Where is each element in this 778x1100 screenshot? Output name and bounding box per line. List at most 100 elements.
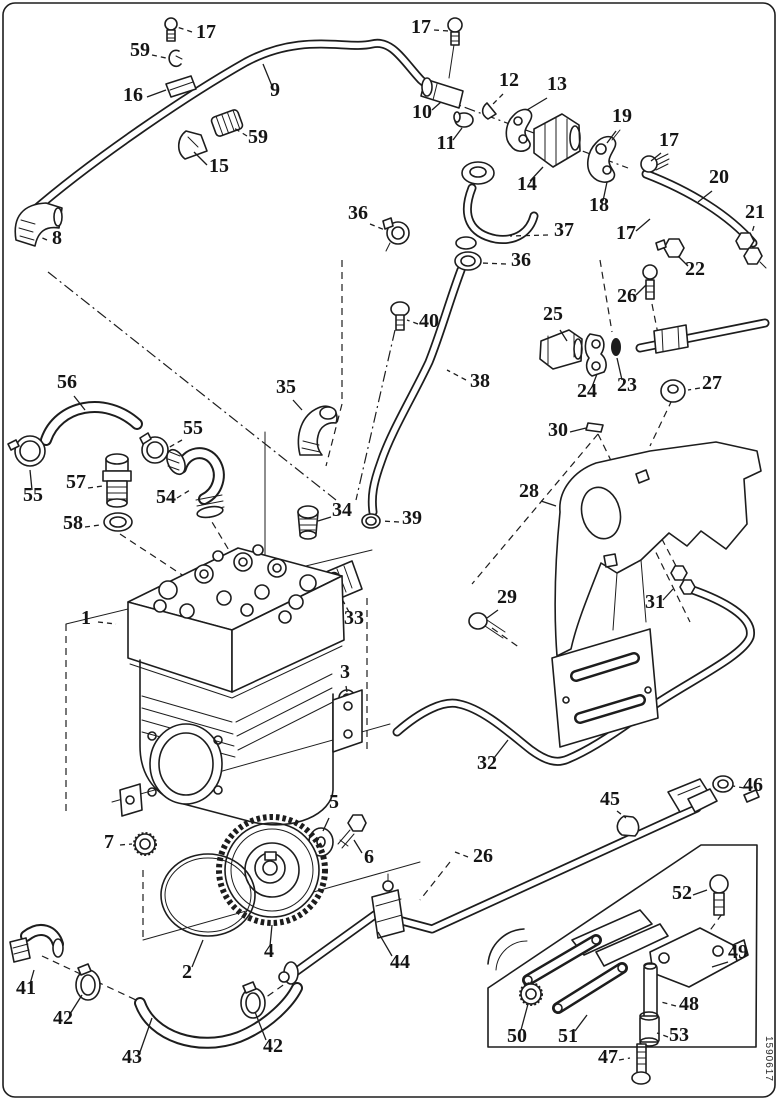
part-2-oring (160, 853, 256, 937)
leader-line-31 (662, 588, 674, 601)
leader-line-45 (616, 810, 627, 819)
part-label-36: 36 (348, 202, 368, 224)
part-label-1: 1 (81, 607, 91, 629)
part-label-59: 59 (248, 126, 268, 148)
leader-line-54 (176, 489, 191, 499)
part-label-53: 53 (669, 1024, 689, 1046)
leader-line-42 (254, 1011, 267, 1041)
part-label-58: 58 (63, 512, 83, 534)
part-5-washer (308, 827, 334, 857)
part-22-fitting (655, 238, 685, 258)
leader-line-29 (486, 609, 499, 619)
part-4-gear (216, 814, 328, 926)
part-30-clip (585, 422, 604, 433)
part-label-9: 9 (270, 79, 280, 101)
inset-box (487, 844, 758, 1048)
part-26-bolt-a (642, 264, 658, 300)
part-label-18: 18 (589, 194, 609, 216)
part-label-21: 21 (745, 201, 765, 223)
leader-line-36 (369, 223, 386, 231)
part-label-59: 59 (130, 39, 150, 61)
leader-line-25 (559, 329, 568, 342)
part-label-37: 37 (554, 219, 574, 241)
part-label-19: 19 (612, 105, 632, 127)
leader-line-23 (616, 357, 623, 381)
part-42-clamp-a (75, 963, 101, 1001)
part-58-ring (103, 512, 133, 532)
part-59-clip-a (168, 49, 183, 68)
leader-line-3 (345, 685, 348, 693)
part-label-56: 56 (57, 371, 77, 393)
part-label-17: 17 (616, 222, 636, 244)
part-label-15: 15 (209, 155, 229, 177)
leader-line-11 (452, 127, 463, 141)
leader-line-48 (660, 1001, 677, 1007)
leader-line-40 (406, 319, 419, 325)
part-label-6: 6 (364, 846, 374, 868)
leader-line-1 (97, 621, 117, 625)
leader-line-2 (191, 939, 204, 968)
leader-line-7 (119, 843, 133, 846)
part-label-40: 40 (419, 310, 439, 332)
part-34-plug (297, 505, 319, 540)
part-14-coupling (533, 113, 581, 168)
part-53-spacer (639, 1011, 660, 1047)
part-50-nut (519, 982, 543, 1006)
part-1-compressor (119, 544, 363, 826)
part-label-28: 28 (519, 480, 539, 502)
part-label-55: 55 (23, 484, 43, 506)
part-label-2: 2 (182, 961, 192, 983)
part-23-grommet (611, 338, 621, 356)
leader-line-41 (29, 969, 35, 985)
part-label-4: 4 (264, 940, 274, 962)
drawing-number: 1590617 (763, 1036, 774, 1082)
part-label-48: 48 (679, 993, 699, 1015)
part-label-3: 3 (340, 661, 350, 683)
part-43-hose (134, 982, 303, 1049)
part-label-39: 39 (402, 507, 422, 529)
leader-line-53 (656, 1032, 669, 1038)
part-label-47: 47 (598, 1046, 618, 1068)
leader-line-20 (697, 190, 713, 203)
leader-line-33 (340, 596, 350, 613)
part-label-17: 17 (196, 21, 216, 43)
fittings-and-hardware (7, 17, 767, 1085)
part-42-clamp-b (240, 981, 266, 1019)
leader-line-30 (569, 427, 587, 433)
part-label-31: 31 (645, 591, 665, 613)
part-46-ring-and-bracket (667, 775, 760, 813)
part-label-7: 7 (104, 831, 114, 853)
part-27-nut (660, 379, 686, 403)
part-label-26: 26 (473, 845, 493, 867)
part-55-clamp-a (7, 435, 46, 467)
part-label-35: 35 (276, 376, 296, 398)
leader-line-37 (509, 234, 549, 237)
leader-line-44 (377, 931, 393, 957)
leader-line-9 (262, 63, 273, 87)
part-24-bracket (584, 333, 607, 377)
part-19-bracket (587, 129, 621, 183)
part-label-11: 11 (437, 132, 456, 154)
part-32-pipe (392, 318, 770, 766)
leader-line-10 (431, 101, 442, 111)
leader-line-22 (677, 255, 689, 267)
part-20-pipe (641, 169, 758, 248)
leader-line-16 (146, 89, 167, 98)
leader-line-26 (635, 284, 647, 296)
leader-line-21 (750, 225, 755, 237)
part-label-27: 27 (702, 372, 722, 394)
part-label-26: 26 (617, 285, 637, 307)
inset-bracket-assembly (487, 909, 749, 1085)
part-41-elbow (9, 924, 64, 963)
part-label-29: 29 (497, 586, 517, 608)
leader-line-46 (732, 785, 745, 789)
leader-line-27 (687, 387, 701, 391)
part-label-22: 22 (685, 258, 705, 280)
leader-line-12 (491, 93, 504, 106)
part-label-49: 49 (728, 941, 748, 963)
part-label-46: 46 (743, 774, 763, 796)
part-label-17: 17 (411, 16, 431, 38)
